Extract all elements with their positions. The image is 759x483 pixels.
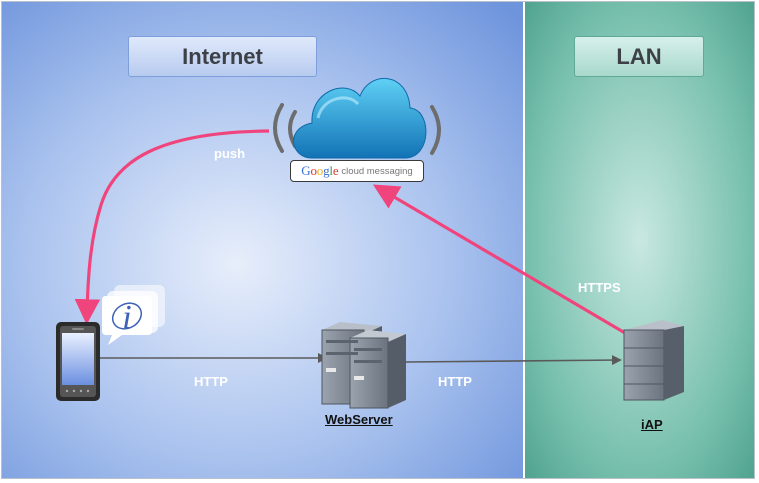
google-wordmark: Google	[301, 163, 338, 179]
gcm-cloud-icon	[273, 77, 441, 159]
google-letter: G	[301, 163, 311, 178]
iap-device-icon	[623, 320, 684, 401]
https-arrow	[372, 184, 626, 335]
iap-label: iAP	[641, 417, 663, 432]
google-letter: o	[310, 163, 317, 178]
google-letter: e	[332, 163, 339, 178]
google-letter: g	[323, 163, 330, 178]
cloud-messaging-text: cloud messaging	[341, 165, 413, 177]
webserver-label: WebServer	[325, 412, 393, 427]
google-letter: l	[329, 163, 333, 178]
http-label-server-iap: HTTP	[438, 374, 472, 389]
http-connector-server-to-iap	[405, 355, 622, 366]
smartphone-icon	[56, 322, 100, 401]
lan-zone-label: LAN	[574, 36, 704, 77]
http-label-phone-server: HTTP	[194, 374, 228, 389]
push-arrow	[74, 129, 270, 325]
https-label: HTTPS	[578, 280, 621, 295]
internet-zone-label: Internet	[128, 36, 317, 77]
info-bubble-icon: i	[102, 285, 165, 345]
gcm-logo-box: Google cloud messaging	[290, 160, 424, 182]
google-letter: o	[316, 163, 324, 178]
svg-text:i: i	[122, 299, 131, 336]
webserver-icon	[321, 322, 406, 409]
push-label: push	[214, 146, 246, 161]
